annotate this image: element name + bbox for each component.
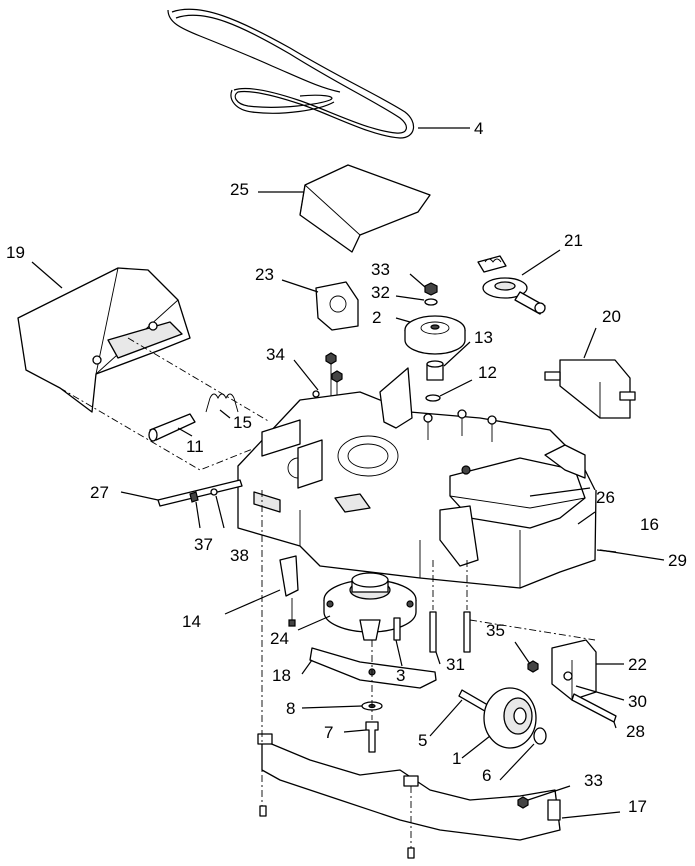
discharge-chute-part — [17, 267, 191, 413]
callout-24: 24 — [270, 629, 289, 648]
callout-21: 21 — [564, 231, 583, 250]
callout-6: 6 — [482, 766, 491, 785]
baffle-part — [257, 733, 561, 859]
bracket-part — [315, 281, 359, 331]
callout-13: 13 — [474, 328, 493, 347]
belt-cover-part — [299, 164, 431, 253]
callout-17: 17 — [628, 797, 647, 816]
callout-28: 28 — [626, 722, 645, 741]
callout-22: 22 — [628, 655, 647, 674]
callout-19: 19 — [6, 243, 25, 262]
callout-33: 33 — [371, 260, 390, 279]
callout-labels: 4 25 19 21 23 33 32 2 13 20 34 12 15 11 … — [6, 119, 687, 816]
chute-rod-part — [148, 413, 196, 442]
callout-33-lower: 33 — [584, 771, 603, 790]
spindle-assembly-part — [323, 572, 417, 641]
callout-14: 14 — [182, 612, 201, 631]
idler-arm-part — [477, 255, 546, 315]
belt-part — [167, 8, 414, 139]
callout-4: 4 — [474, 119, 483, 138]
blade-bolt-part — [365, 721, 379, 753]
callout-1: 1 — [452, 749, 461, 768]
pulley-part — [404, 315, 466, 355]
callout-16: 16 — [640, 515, 659, 534]
bracket-part — [544, 359, 636, 419]
callout-15: 15 — [233, 413, 252, 432]
callout-7: 7 — [324, 723, 333, 742]
callout-30: 30 — [628, 692, 647, 711]
callout-2: 2 — [372, 308, 381, 327]
wheel-part — [483, 687, 537, 749]
callout-25: 25 — [230, 180, 249, 199]
callout-29: 29 — [668, 551, 687, 570]
callout-26: 26 — [596, 488, 615, 507]
callout-31: 31 — [446, 655, 465, 674]
callout-34: 34 — [266, 345, 285, 364]
bushing-part — [533, 727, 547, 745]
rod-part — [157, 479, 243, 507]
nut-part — [424, 282, 438, 306]
mower-deck-part — [237, 367, 597, 589]
callout-37: 37 — [194, 535, 213, 554]
callout-8: 8 — [286, 699, 295, 718]
callout-12: 12 — [478, 363, 497, 382]
callout-38: 38 — [230, 546, 249, 565]
assembly-line — [127, 337, 271, 423]
callout-5: 5 — [418, 731, 427, 750]
callout-27: 27 — [90, 483, 109, 502]
callout-35: 35 — [486, 621, 505, 640]
callout-32: 32 — [371, 283, 390, 302]
callout-20: 20 — [602, 307, 621, 326]
callout-11: 11 — [186, 437, 204, 456]
callout-3: 3 — [396, 666, 405, 685]
blade-part — [309, 647, 437, 689]
leader-lines — [31, 127, 665, 819]
bracket-part — [279, 555, 299, 627]
spacer-part — [425, 360, 444, 402]
wheel-bracket-part — [469, 619, 617, 723]
callout-18: 18 — [272, 666, 291, 685]
callout-23: 23 — [255, 265, 274, 284]
torsion-spring-part — [205, 393, 239, 413]
